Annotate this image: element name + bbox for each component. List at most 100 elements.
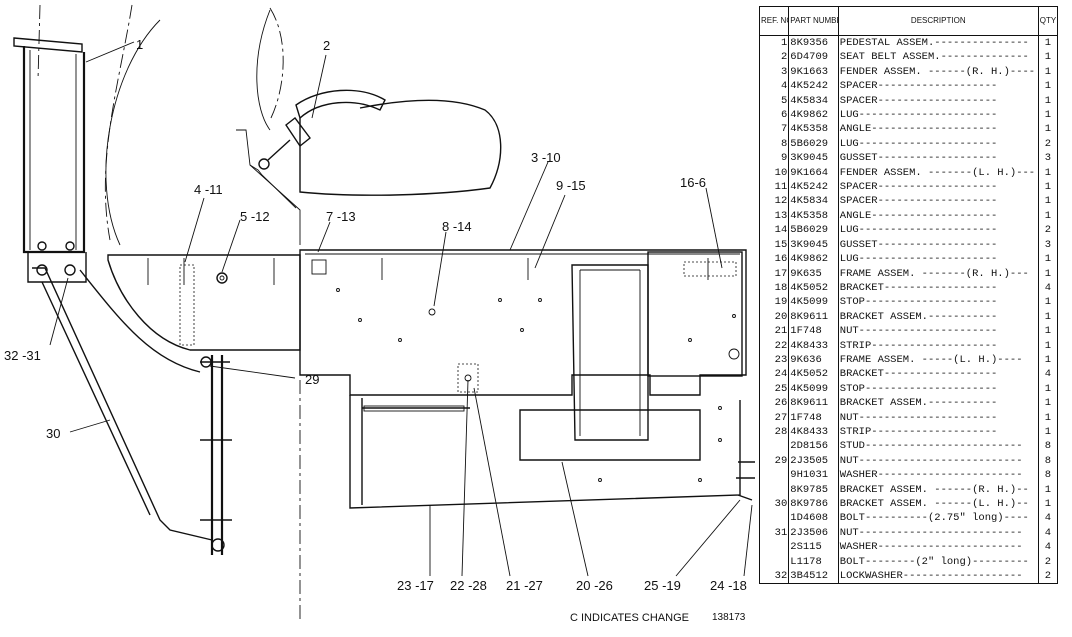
part-number-cell: 4K8433 <box>788 424 839 440</box>
description-cell: LOCKWASHER------------------- <box>838 569 1039 584</box>
part-number-cell: 8K9785 <box>788 482 839 497</box>
part-number-cell: 4K5358 <box>788 122 839 137</box>
ref-no: 21 <box>774 325 788 338</box>
description-cell: BRACKET ASSEM.----------- <box>838 309 1039 325</box>
qty-cell: 2 <box>1038 554 1059 570</box>
description-cell: NUT---------------------- <box>838 410 1039 425</box>
description-cell: SPACER------------------- <box>838 194 1039 209</box>
ref-no: 12 <box>774 195 788 208</box>
callout-24-18: 24 -18 <box>710 578 747 593</box>
description-cell: BRACKET------------------ <box>838 367 1039 382</box>
description-cell: BRACKET ASSEM. ------(L. H.)-- <box>838 497 1039 512</box>
part-number-cell: 8K9786 <box>788 497 839 512</box>
ref-no: 8 <box>780 137 788 150</box>
ref-no: 22 <box>774 339 788 352</box>
description-cell: FENDER ASSEM. ------(R. H.)---- <box>838 64 1039 80</box>
qty-cell: 1 <box>1038 266 1059 281</box>
ref-no: 11 <box>774 181 788 194</box>
qty-cell: 1 <box>1038 180 1059 195</box>
ref-no-cell: 28 <box>758 424 790 440</box>
part-number-cell: 4K5358 <box>788 208 839 224</box>
qty-cell: 2 <box>1038 569 1059 584</box>
ref-no: 15 <box>774 238 788 251</box>
exploded-parts-diagram: 1 2 3 -10 4 -11 5 -12 7 -13 8 -14 9 -15 … <box>4 4 755 620</box>
part-number-cell: 4K5242 <box>788 79 839 94</box>
ref-no-cell: C10 <box>758 165 790 181</box>
ref-no-cell <box>758 468 790 483</box>
fender-left <box>107 254 301 351</box>
part-number-cell: 8K9611 <box>788 396 839 411</box>
part-number-cell: 1D4608 <box>788 511 839 526</box>
description-cell: GUSSET------------------- <box>838 237 1039 253</box>
qty-cell: 1 <box>1038 309 1059 325</box>
part-number-cell: 2J3506 <box>788 525 839 541</box>
ref-no-cell: 17 <box>758 266 790 281</box>
qty-cell: 1 <box>1038 79 1059 94</box>
ref-no-cell: 13 <box>758 208 790 224</box>
part-number-cell: 9K1663 <box>788 64 839 80</box>
part-number-cell: 4K5099 <box>788 381 839 397</box>
description-cell: STOP--------------------- <box>838 295 1039 310</box>
ref-no-cell: 30 <box>758 497 790 512</box>
ref-no: 26 <box>774 397 788 410</box>
centerline-seat <box>269 7 284 121</box>
part-number-cell: 5B6029 <box>788 223 839 238</box>
callout-22-28: 22 -28 <box>450 578 487 593</box>
header-qty: QTY <box>1037 6 1059 36</box>
ref-no-cell: 9 <box>758 151 790 166</box>
seat-belt-assembly <box>236 89 502 245</box>
ref-no: 1 <box>780 37 788 49</box>
ref-no-cell: C <box>758 540 790 555</box>
description-cell: BOLT----------(2.75" long)---- <box>838 511 1039 526</box>
ref-no: 17 <box>774 267 788 280</box>
qty-cell: 1 <box>1038 381 1059 397</box>
ref-no-cell: 22 <box>758 338 790 353</box>
callout-2: 2 <box>323 38 330 53</box>
part-number-cell: L1178 <box>788 554 839 570</box>
qty-cell: 1 <box>1038 165 1059 181</box>
qty-cell: 1 <box>1038 108 1059 123</box>
qty-cell: 1 <box>1038 35 1059 51</box>
ref-no: 30 <box>774 498 788 510</box>
qty-cell: 1 <box>1038 352 1059 368</box>
ref-no-cell: 8 <box>758 136 790 152</box>
ref-no-cell: 25 <box>758 381 790 397</box>
callout-21-27: 21 -27 <box>506 578 543 593</box>
part-number-cell: 6D4709 <box>788 50 839 65</box>
part-number-cell: 3B4512 <box>788 569 839 584</box>
ref-no: 27 <box>774 411 788 424</box>
ref-no: 31 <box>774 526 788 539</box>
part-number-cell: 5B6029 <box>788 136 839 152</box>
part-number-cell: 9H1031 <box>788 468 839 483</box>
part-number-cell: 8K9611 <box>788 309 839 325</box>
change-note: C INDICATES CHANGE <box>570 612 689 624</box>
description-cell: LUG---------------------- <box>838 252 1039 267</box>
ref-no: 24 <box>774 368 788 381</box>
ref-no-cell: 32 <box>758 569 790 584</box>
qty-cell: 4 <box>1038 540 1059 555</box>
description-cell: BRACKET ASSEM.----------- <box>838 396 1039 411</box>
part-number-cell: 4K5242 <box>788 180 839 195</box>
callout-7-13: 7 -13 <box>326 209 356 224</box>
qty-cell: 1 <box>1038 252 1059 267</box>
description-cell: NUT-------------------------- <box>838 525 1039 541</box>
description-cell: STRIP-------------------- <box>838 338 1039 353</box>
qty-cell: 1 <box>1038 295 1059 310</box>
description-cell: LUG---------------------- <box>838 108 1039 123</box>
part-number-cell: 8K9356 <box>788 35 839 51</box>
qty-cell: 8 <box>1038 439 1059 454</box>
